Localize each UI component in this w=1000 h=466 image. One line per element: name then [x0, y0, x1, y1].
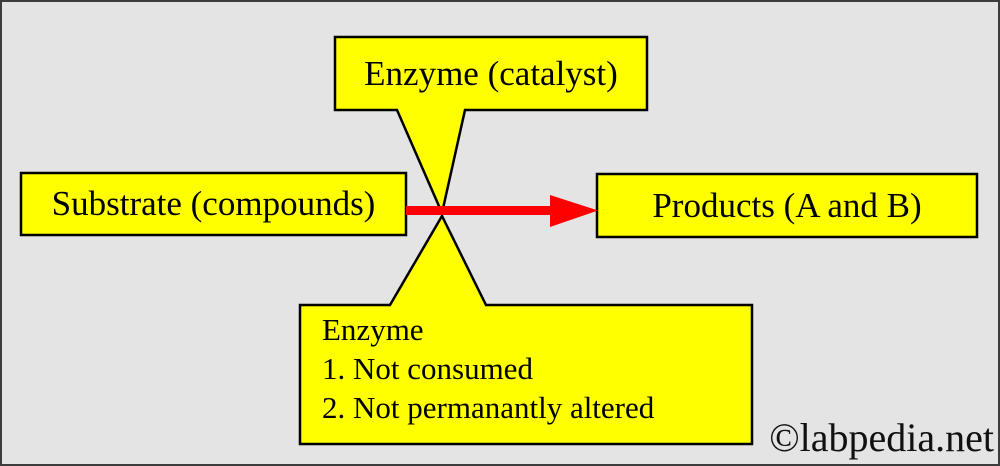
- products-label: Products (A and B): [652, 185, 922, 225]
- labpedia-watermark: ©labpedia.net: [769, 415, 994, 460]
- substrate-box-shape: [19, 171, 408, 237]
- enzyme-catalyst-callout-shape: [333, 35, 649, 218]
- enzyme-catalyst-label: Enzyme (catalyst): [364, 53, 618, 93]
- enzyme-note-callout-shape: [298, 213, 754, 446]
- enzyme-note-line-1: Enzyme: [322, 312, 424, 347]
- products-box-shape: [595, 172, 979, 239]
- enzyme-note-line-2: 1. Not consumed: [322, 351, 533, 386]
- enzyme-note-line-3: 2. Not permanantly altered: [322, 390, 655, 425]
- reaction-arrow-icon: [406, 195, 598, 227]
- substrate-label: Substrate (compounds): [51, 184, 376, 223]
- enzyme-note-text: Enzyme 1. Not consumed 2. Not permanantl…: [322, 310, 747, 427]
